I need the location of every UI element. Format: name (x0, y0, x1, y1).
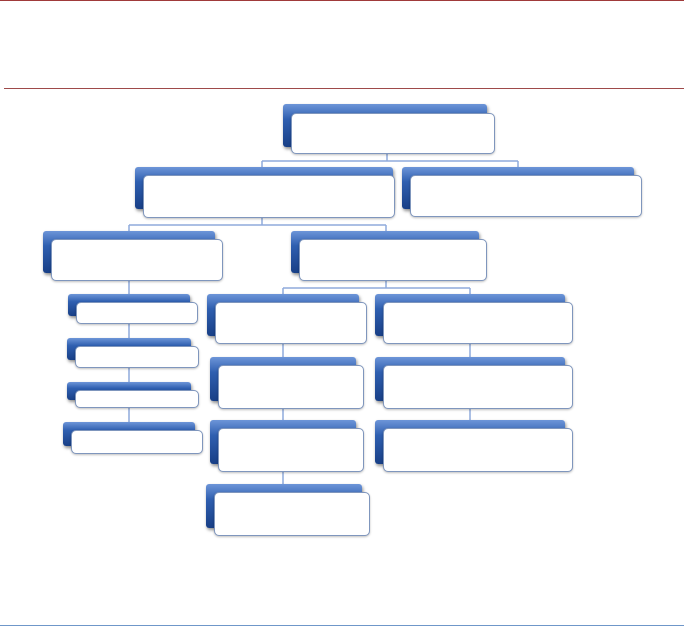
header-rule (4, 88, 684, 89)
org-node-label (71, 430, 203, 454)
org-node-label (218, 428, 364, 472)
org-node-label (383, 428, 573, 472)
org-node-label (75, 346, 199, 368)
org-node-label (299, 239, 487, 281)
org-node-label (383, 365, 573, 409)
org-node-label (51, 239, 223, 281)
org-node-label (218, 365, 364, 409)
org-node-label (214, 492, 370, 536)
org-node-label (383, 302, 573, 344)
org-node-label (75, 390, 199, 408)
org-node-label (143, 175, 395, 218)
top-rule (0, 0, 684, 1)
org-node-label (291, 113, 495, 154)
org-node-label (410, 175, 642, 217)
org-node-label (215, 302, 367, 344)
org-node-label (76, 302, 198, 324)
